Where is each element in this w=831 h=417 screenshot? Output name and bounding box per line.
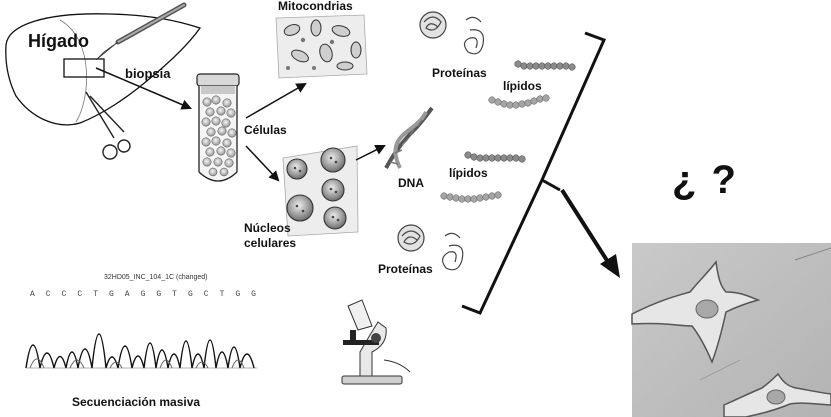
- liver-illustration: [5, 13, 202, 126]
- lipid-chain-4: [440, 191, 502, 203]
- test-tube-icon: [196, 73, 240, 182]
- lipids-label-middle: lípidos: [449, 166, 488, 180]
- base: A: [124, 290, 130, 299]
- microscope-icon: [341, 299, 411, 385]
- mitochondria-panel: [275, 14, 368, 79]
- cells-label: Células: [244, 123, 287, 137]
- mitochondria-label: Mitocondrias: [278, 0, 353, 13]
- protein-icon-top: [419, 11, 485, 55]
- base: C: [61, 290, 67, 299]
- base: C: [45, 290, 51, 299]
- cell-micrograph: [631, 243, 831, 417]
- lipid-chain-3: [464, 151, 526, 163]
- proteins-label-top: Proteínas: [432, 66, 487, 80]
- nuclei-panel: [282, 145, 359, 237]
- sequencing-label: Secuenciación masiva: [72, 395, 201, 409]
- protein-icon-bottom: [397, 224, 464, 271]
- base: C: [203, 290, 209, 299]
- base: T: [93, 290, 98, 299]
- dna-helix-icon: [384, 106, 434, 169]
- base: G: [235, 290, 241, 299]
- lipid-chain-2: [488, 94, 550, 109]
- base: G: [187, 290, 193, 299]
- sequence-bases: A C C C T G A G G T G C T G G: [30, 290, 256, 299]
- chromatogram: [25, 333, 257, 369]
- lipid-chain-1: [514, 60, 576, 71]
- dna-label: DNA: [398, 176, 424, 190]
- base: A: [30, 290, 35, 299]
- proteins-label-bottom: Proteínas: [378, 262, 433, 276]
- biopsy-region: [63, 58, 105, 78]
- result-arrow: [560, 188, 610, 264]
- scissors-icon: [85, 91, 131, 160]
- base: G: [108, 290, 114, 299]
- chromatogram-id: 32HD05_INC_104_1C (changed): [104, 274, 208, 281]
- base: T: [172, 290, 177, 299]
- base: C: [77, 290, 83, 299]
- question-marks: ¿ ?: [672, 158, 738, 202]
- base: T: [219, 290, 225, 299]
- base: G: [156, 290, 162, 299]
- base: G: [140, 290, 146, 299]
- nuclei-label-line2: celulares: [244, 236, 297, 250]
- scalpel-icon: [95, 2, 187, 61]
- liver-label: Hígado: [28, 31, 89, 51]
- nuclei-label-line1: Núcleos: [244, 221, 291, 235]
- base: G: [251, 290, 256, 299]
- lipids-label-top: lípidos: [503, 79, 542, 93]
- biopsy-label: biopsia: [125, 66, 171, 81]
